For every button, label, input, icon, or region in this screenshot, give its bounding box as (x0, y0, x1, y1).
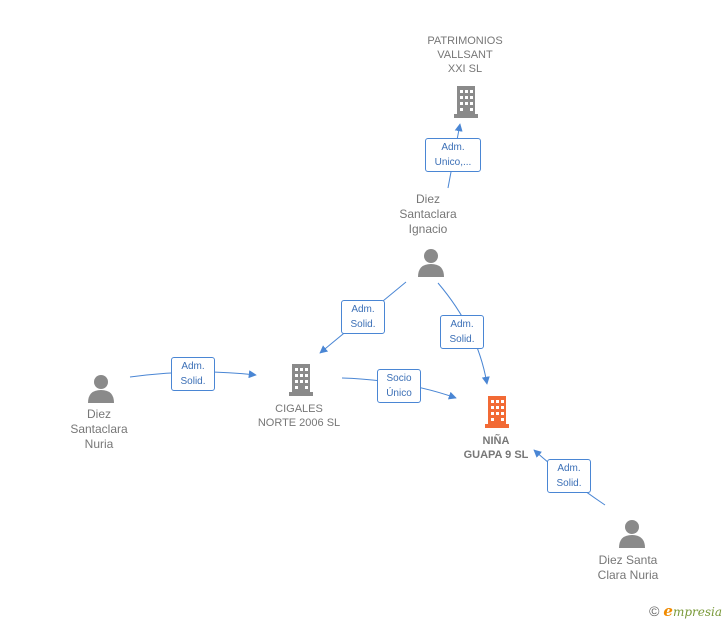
copyright-icon: © (649, 603, 660, 619)
edge-label-ignacio-nina[interactable]: Adm. Solid. (440, 315, 484, 349)
node-label: Diez Santaclara Ignacio (399, 192, 457, 236)
building-icon (454, 86, 478, 118)
node-label: CIGALES NORTE 2006 SL (257, 403, 341, 429)
node-label: Diez Santaclara Nuria (70, 407, 128, 451)
node-label: Diez Santa Clara Nuria (597, 553, 659, 582)
person-icon (619, 520, 645, 548)
building-icon (485, 396, 509, 428)
edge-label-claranuria-nina[interactable]: Adm. Solid. (547, 459, 591, 493)
empresia-watermark: ©empresia (649, 602, 722, 620)
building-icon (289, 364, 313, 396)
node-label: NIÑA GUAPA 9 SL (463, 435, 529, 461)
node-label: PATRIMONIOS VALLSANT XXI SL (427, 35, 503, 75)
edge-label-cigales-nina[interactable]: Socio Único (377, 369, 421, 403)
edge-label-ignacio-patrimonios[interactable]: Adm. Unico,... (425, 138, 481, 172)
edge-label-nuria-cigales[interactable]: Adm. Solid. (171, 357, 215, 391)
person-icon (418, 249, 444, 277)
person-icon (88, 375, 114, 403)
edge-label-ignacio-cigales[interactable]: Adm. Solid. (341, 300, 385, 334)
brand-initial: e (663, 602, 673, 620)
brand-name: mpresia (672, 605, 722, 619)
